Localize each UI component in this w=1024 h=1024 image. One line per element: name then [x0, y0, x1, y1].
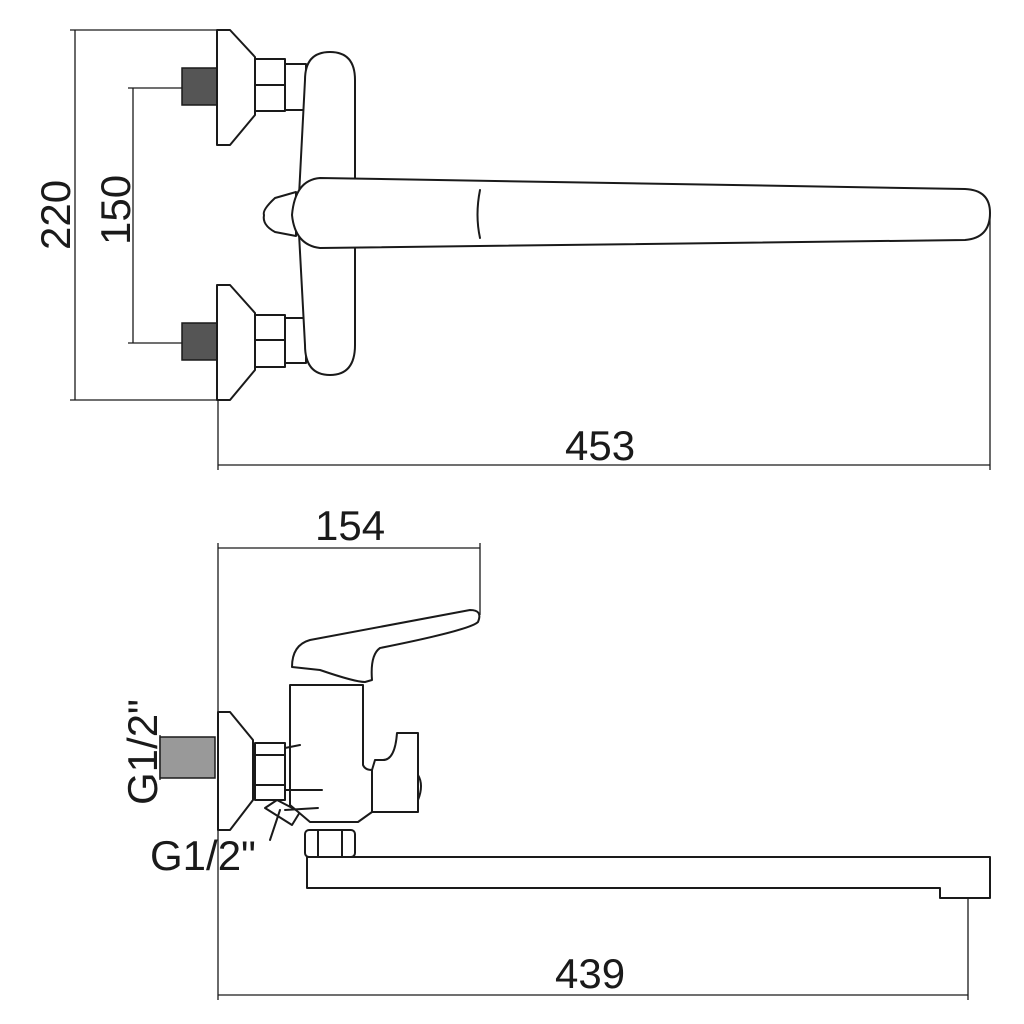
nut-side	[254, 742, 286, 801]
spout-side	[306, 856, 991, 899]
inlet-thread-label: G1/2"	[119, 699, 166, 805]
dimension-439: 439	[218, 898, 969, 1000]
dim-150-label: 150	[92, 175, 139, 245]
inlet-thread-dimension: G1/2"	[119, 699, 216, 805]
knob-side	[371, 732, 419, 813]
outlet-thread-label: G1/2"	[150, 832, 256, 879]
lever-side	[291, 609, 481, 683]
lever-top	[291, 177, 991, 249]
side-view: 154 439 G1/2" G1/2"	[119, 502, 991, 1000]
dim-220-label: 220	[32, 180, 79, 250]
spout-nut	[304, 829, 356, 858]
dimension-150: 150	[92, 87, 185, 344]
knob-top	[262, 191, 297, 237]
dim-439-label: 439	[555, 950, 625, 997]
top-view: 220 150 453	[32, 29, 991, 470]
dimension-154: 154	[217, 502, 481, 1000]
dimension-453: 453	[217, 215, 991, 470]
mixer-body-side	[289, 684, 373, 823]
dim-453-label: 453	[565, 422, 635, 469]
top-inlet	[181, 29, 307, 146]
bottom-inlet	[181, 284, 307, 401]
wall-flange-side	[217, 711, 254, 831]
dimension-220: 220	[32, 29, 218, 401]
dim-154-label: 154	[315, 502, 385, 549]
